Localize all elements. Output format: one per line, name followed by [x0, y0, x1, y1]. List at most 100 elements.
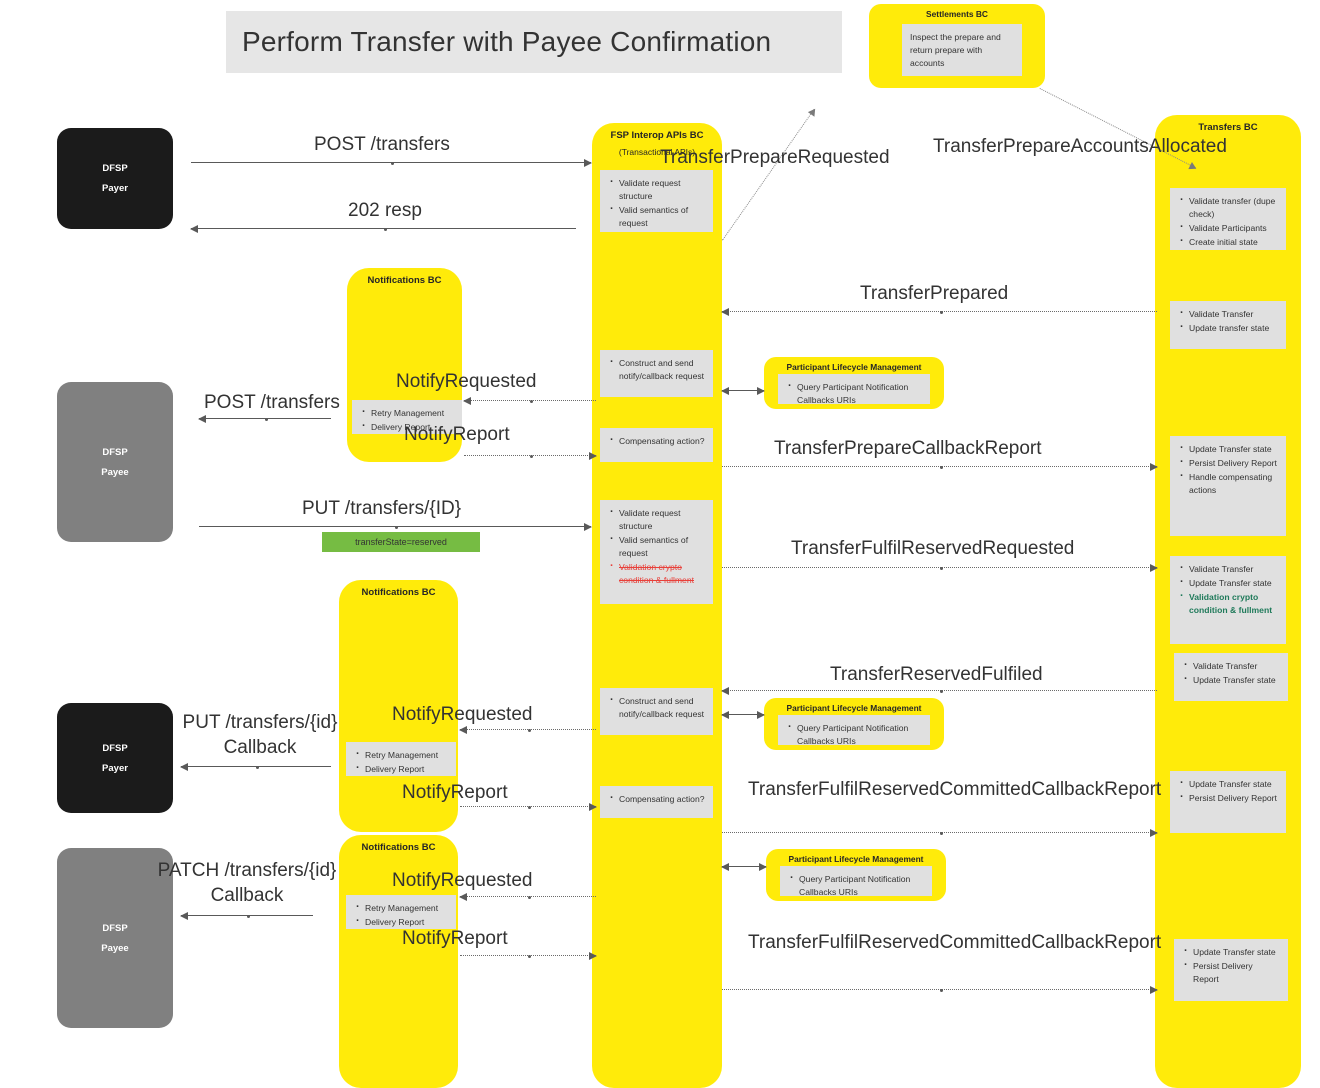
lane-plm-1[interactable]: Participant Lifecycle Management Query P… [764, 357, 944, 409]
note-item: Delivery Report [356, 915, 448, 929]
arrow-post-transfers-payee [198, 415, 331, 423]
label-put-transfers-id: PUT /transfers/{ID} [302, 498, 462, 519]
actor-line2: Payee [101, 466, 129, 478]
note-item: Validate Transfer [1184, 659, 1280, 673]
note-item: Retry Management [356, 901, 448, 915]
arrow-transfer-fulfil-reserved-requested [722, 564, 1158, 572]
label-notify-report-1: NotifyReport [404, 424, 510, 445]
label-202-resp: 202 resp [348, 200, 422, 221]
note-item: Construct and send notify/callback reque… [610, 694, 705, 721]
note-item: Create initial state [1180, 235, 1278, 249]
note-item: Update Transfer state [1184, 673, 1280, 687]
actor-line1: DFSP [102, 163, 128, 174]
note-transfers-validate-update-2: Validate Transfer Update Transfer state [1174, 653, 1288, 701]
lane-plm-3[interactable]: Participant Lifecycle Management Query P… [766, 849, 946, 901]
note-settlements-inspect: Inspect the prepare and return prepare w… [902, 24, 1022, 76]
note-item-green: Validation crypto condition & fullment [1180, 590, 1278, 617]
note-item: Validate Transfer [1180, 307, 1278, 321]
note-item: Compensating action? [610, 434, 705, 448]
lane-fsp-subtitle: (Transactional APIs) [618, 147, 696, 157]
note-transfers-validate-update: Validate Transfer Update transfer state [1170, 301, 1286, 349]
note-item-struck: Validation crypto condition & fullment [610, 560, 705, 587]
arrow-put-transfers-id [199, 523, 592, 531]
actor-dfsp-payer-top[interactable]: DFSP Payer [57, 128, 173, 229]
lane-fsp-interop-apis-bc[interactable]: FSP Interop APIs BC (Transactional APIs) [592, 123, 722, 1088]
note-item: Validate Transfer [1180, 562, 1278, 576]
label-transfer-prepare-requested: TransferPrepareRequested [660, 147, 890, 168]
arrow-notify-report-2 [460, 803, 597, 811]
arrow-notify-report-1 [464, 452, 597, 460]
arrow-notify-requested-2 [459, 726, 596, 734]
note-item: Validate request structure [610, 176, 705, 203]
note-item: Persist Delivery Report [1180, 791, 1278, 805]
lane-plm-title-3: Participant Lifecycle Management [788, 854, 924, 864]
arrow-notify-requested-1 [463, 397, 596, 405]
note-item: Update transfer state [1180, 321, 1278, 335]
label-transfer-reserved-fulfiled: TransferReservedFulfiled [830, 664, 1043, 685]
note-item: Validate request structure [610, 506, 705, 533]
note-text: Inspect the prepare and return prepare w… [910, 32, 1001, 68]
note-item: Update Transfer state [1180, 442, 1278, 456]
label-transfer-prepare-accounts-allocated: TransferPrepareAccountsAllocated [933, 136, 1227, 157]
lane-settlements-title: Settlements BC [926, 9, 988, 19]
arrow-plm-3 [721, 863, 767, 871]
note-item: Retry Management [362, 406, 454, 420]
arrow-202-resp [190, 225, 576, 233]
note-item: Update Transfer state [1180, 777, 1278, 791]
note-item: Valid semantics of request [610, 533, 705, 560]
note-fsp-construct-notify-2: Construct and send notify/callback reque… [600, 688, 713, 735]
note-plm-3: Query Participant Notification Callbacks… [780, 866, 932, 897]
actor-dfsp-payee-mid[interactable]: DFSP Payee [57, 382, 173, 542]
arrow-post-transfers-payer [191, 159, 592, 167]
note-item: Delivery Report [356, 762, 448, 776]
label-transfer-prepared: TransferPrepared [860, 283, 1009, 304]
actor-line1: DFSP [102, 742, 128, 754]
lane-settlements-bc[interactable]: Settlements BC Inspect the prepare and r… [869, 4, 1045, 88]
note-fsp-validate-request: Validate request structure Valid semanti… [600, 170, 713, 232]
note-item: Update Transfer state [1180, 576, 1278, 590]
lane-notifications-title-3: Notifications BC [361, 842, 436, 853]
note-item: Retry Management [356, 748, 448, 762]
label-transfer-fulfil-committed-report-2: TransferFulfilReservedCommittedCallbackR… [748, 932, 1162, 953]
label-transfer-fulfil-committed-report-1: TransferFulfilReservedCommittedCallbackR… [748, 779, 1162, 800]
lane-plm-title-1: Participant Lifecycle Management [786, 362, 922, 372]
note-notifications-1: Retry Management Delivery Report [352, 400, 462, 434]
note-item: Update Transfer state [1184, 945, 1280, 959]
label-transfer-fulfil-reserved-requested: TransferFulfilReservedRequested [791, 538, 1075, 559]
note-notifications-3: Retry Management Delivery Report [346, 895, 456, 929]
arrow-patch-transfers-id-callback [180, 912, 313, 920]
lane-plm-2[interactable]: Participant Lifecycle Management Query P… [764, 698, 944, 750]
lane-notifications-bc-2[interactable]: Notifications BC [339, 580, 458, 832]
note-fsp-validate-fulfil: Validate request structure Valid semanti… [600, 500, 713, 604]
note-item: Valid semantics of request [610, 203, 705, 230]
lane-transfers-title: Transfers BC [1198, 122, 1258, 133]
note-fsp-compensating-1: Compensating action? [600, 428, 713, 462]
lane-plm-title-2: Participant Lifecycle Management [786, 703, 922, 713]
actor-dfsp-payee-bottom[interactable]: DFSP Payee [57, 848, 173, 1028]
actor-dfsp-payer-bottom[interactable]: DFSP Payer [57, 703, 173, 813]
label-notify-requested-1: NotifyRequested [396, 371, 537, 392]
note-plm-1: Query Participant Notification Callbacks… [778, 374, 930, 405]
arrow-transfer-prepared [721, 308, 1157, 316]
arrow-transfer-reserved-fulfiled [721, 687, 1157, 695]
note-item: Handle compensating actions [1180, 470, 1278, 497]
label-notify-report-3: NotifyReport [402, 928, 508, 949]
label-notify-report-2: NotifyReport [402, 782, 508, 803]
label-post-transfers-payer: POST /transfers [314, 134, 450, 155]
arrow-plm-2 [721, 711, 765, 719]
note-item: Persist Delivery Report [1184, 959, 1280, 986]
note-item: Compensating action? [610, 792, 705, 806]
lane-fsp-title: FSP Interop APIs BC [610, 130, 704, 141]
arrow-transfer-fulfil-committed-report-1 [722, 829, 1158, 837]
actor-line2: Payer [102, 762, 128, 774]
arrow-settlements-in [722, 106, 819, 241]
note-item: Delivery Report [362, 420, 454, 434]
note-transfers-update-persist-1: Update Transfer state Persist Delivery R… [1170, 771, 1286, 833]
note-item: Persist Delivery Report [1180, 456, 1278, 470]
lane-notifications-bc-3[interactable]: Notifications BC [339, 835, 458, 1088]
arrow-plm-1 [721, 387, 765, 395]
arrow-transfer-prepare-callback-report [722, 463, 1158, 471]
lane-notifications-title-2: Notifications BC [361, 587, 436, 598]
note-transfers-fulfil-validate: Validate Transfer Update Transfer state … [1170, 556, 1286, 644]
